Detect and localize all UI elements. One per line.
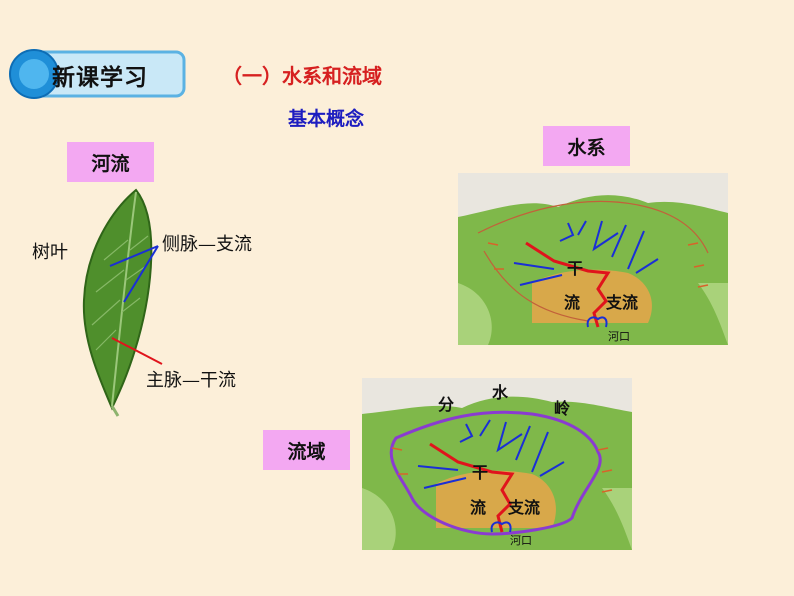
map1-branch-label: 支流 (605, 293, 638, 312)
sub-title: 基本概念 (288, 108, 365, 130)
map2-divide-label-3: 岭 (554, 399, 570, 418)
river-system-map: 干 流 支流 河口 (458, 173, 728, 345)
map2-divide-label-2: 水 (492, 383, 509, 402)
leaf-label: 树叶 (32, 242, 68, 263)
map2-mouth-label: 河口 (510, 534, 532, 547)
section-title: （一）水系和流域 (222, 64, 382, 88)
lateral-vein-label: 侧脉—支流 (162, 234, 252, 255)
map2-divide-label-1: 分 (438, 395, 454, 414)
map1-trunk-label: 干 (567, 259, 583, 278)
river-basin-label-box: 流域 (263, 430, 350, 470)
lesson-badge (9, 49, 186, 99)
map2-trunk-label: 干 (472, 463, 488, 482)
leaf-pointer-lines (109, 245, 163, 365)
river-label-box: 河流 (67, 142, 154, 182)
leaf-illustration (82, 188, 153, 417)
map1-liu-label: 流 (564, 293, 580, 312)
main-vein-label: 主脉—干流 (146, 370, 236, 391)
map2-liu-label: 流 (470, 498, 486, 517)
lesson-badge-text: 新课学习 (52, 64, 148, 91)
map2-branch-label: 支流 (507, 498, 540, 517)
river-system-label-box: 水系 (543, 126, 630, 166)
map1-mouth-label: 河口 (608, 330, 630, 343)
river-basin-map: 分 水 岭 干 流 支流 河口 (362, 378, 632, 550)
